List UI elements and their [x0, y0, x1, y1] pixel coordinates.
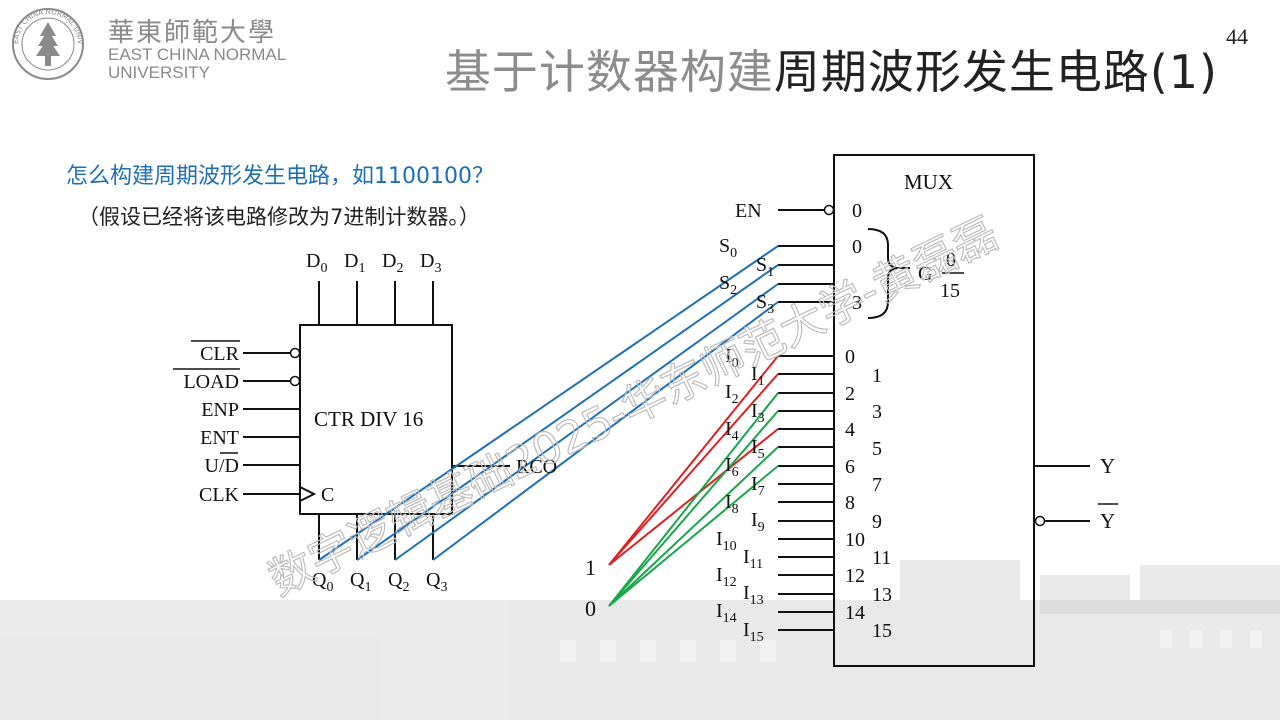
mux-data-number: 10 — [845, 529, 865, 551]
counter-pin-label: CLR — [200, 343, 240, 365]
mux-select-number: 3 — [852, 292, 862, 314]
title-gray-part: 基于计数器构建 — [444, 45, 774, 99]
select-wires — [318, 245, 779, 561]
mux-data-number: 13 — [872, 584, 892, 606]
mux-label: MUX — [904, 170, 953, 194]
low-constant-wires — [608, 392, 779, 607]
mux-data-label: I1 — [751, 363, 765, 389]
load-inversion-bubble — [289, 375, 301, 387]
mux-output-y: Y — [1100, 454, 1115, 478]
mux-data-number: 4 — [845, 419, 855, 441]
counter-clock-label: C — [321, 484, 334, 506]
mux-en-number: 0 — [852, 200, 862, 222]
counter-output-label: Q1 — [350, 569, 371, 595]
mux-data-number: 11 — [872, 547, 891, 569]
counter-data-input-label: D3 — [420, 250, 441, 276]
mux-data-number: 5 — [872, 438, 882, 460]
rco-label: RCO — [516, 456, 557, 478]
mux-data-label: I11 — [743, 546, 763, 572]
university-name-en-line1: EAST CHINA NORMAL — [108, 45, 287, 64]
university-name-en-line2: UNIVERSITY — [108, 63, 211, 82]
assumption-text: （假设已经将该电路修改为7进制计数器。） — [78, 205, 480, 229]
mux-block — [833, 154, 1035, 667]
mux-data-input-lines — [778, 355, 834, 631]
mux-data-label: I0 — [725, 345, 739, 371]
counter-pin-label: CLK — [199, 484, 240, 506]
mux-data-number: 1 — [872, 365, 882, 387]
en-inversion-bubble — [823, 204, 835, 216]
mux-data-label: I14 — [716, 600, 737, 626]
mux-data-label: I3 — [751, 400, 765, 426]
clr-inversion-bubble — [289, 347, 301, 359]
mux-data-number: 14 — [845, 602, 865, 624]
mux-data-number: 15 — [872, 620, 892, 642]
mux-g-label: G — [918, 263, 932, 285]
question-text: 怎么构建周期波形发生电路，如1100100？ — [66, 164, 494, 189]
counter-pin-label: ENT — [200, 427, 239, 449]
counter-block — [299, 324, 453, 515]
mux-data-label: I9 — [751, 509, 765, 535]
counter-data-input-label: D1 — [344, 250, 365, 276]
counter-pin-label: ENP — [201, 399, 239, 421]
ybar-inversion-bubble — [1034, 515, 1046, 527]
mux-data-label: I15 — [743, 619, 764, 645]
mux-data-label: I7 — [751, 473, 765, 499]
constant-one-label: 1 — [585, 555, 596, 580]
counter-label: CTR DIV 16 — [314, 407, 423, 431]
constant-zero-label: 0 — [585, 596, 596, 621]
mux-data-number: 8 — [845, 492, 855, 514]
counter-pin-label: LOAD — [183, 371, 239, 393]
high-constant-wires — [608, 355, 779, 566]
mux-data-label: I2 — [725, 381, 739, 407]
page-number: 44 — [1226, 24, 1248, 49]
page-title: 基于计数器构建周期波形发生电路(1) — [445, 36, 1218, 102]
mux-select-label: S3 — [756, 291, 774, 317]
mux-data-number: 9 — [872, 511, 882, 533]
title-dark-part: 周期波形发生电路(1) — [773, 45, 1218, 99]
counter-output-label: Q2 — [388, 569, 409, 595]
mux-data-label: I10 — [716, 528, 737, 554]
mux-output-ybar: Y — [1100, 509, 1115, 533]
university-name-zh: 華東師範大學 — [108, 18, 277, 48]
mux-data-number: 0 — [845, 346, 855, 368]
mux-select-label: S0 — [719, 235, 737, 261]
mux-data-number: 3 — [872, 401, 882, 423]
mux-data-number: 6 — [845, 456, 855, 478]
mux-g-bottom: 15 — [940, 280, 960, 302]
mux-data-label: I13 — [743, 582, 764, 608]
counter-output-label: Q0 — [312, 569, 333, 595]
counter-pin-label: U/D — [205, 455, 239, 477]
mux-data-label: I12 — [716, 564, 737, 590]
mux-data-number: 2 — [845, 383, 855, 405]
mux-data-label: I8 — [725, 491, 739, 517]
mux-data-label: I4 — [725, 418, 739, 444]
counter-data-input-label: D2 — [382, 250, 403, 276]
mux-data-label: I5 — [751, 436, 765, 462]
mux-select-label: S2 — [719, 272, 737, 298]
university-logo: EAST CHINA NORMAL UNIVERSITY 華東師範大學 EAST… — [10, 6, 300, 86]
mux-data-label: I6 — [725, 454, 739, 480]
university-seal-icon: EAST CHINA NORMAL UNIVERSITY — [10, 6, 84, 80]
mux-en-label: EN — [735, 200, 762, 222]
mux-data-number: 12 — [845, 565, 865, 587]
mux-select-label: S1 — [756, 254, 774, 280]
counter-data-input-label: D0 — [306, 250, 327, 276]
mux-g-top: 0 — [946, 249, 956, 271]
counter-output-label: Q3 — [426, 569, 447, 595]
mux-select-number: 0 — [852, 236, 862, 258]
mux-data-number: 7 — [872, 474, 882, 496]
